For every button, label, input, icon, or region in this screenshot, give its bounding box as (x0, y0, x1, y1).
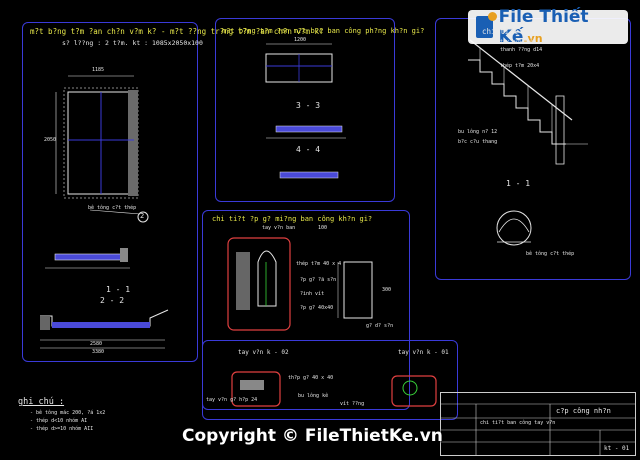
dim-label: 3380 (92, 349, 105, 355)
panel-lower-strip (202, 340, 458, 420)
title-block-sheet: kt - 01 (604, 445, 630, 452)
title-block-drawing: chi ti?t ban công tay v?n (480, 420, 556, 426)
detail-label: ?inh vít (300, 291, 325, 297)
stair-label: bu lông n? 12 (458, 129, 498, 135)
callout-number: 2 (140, 212, 145, 220)
detail-label: tay v?n ban (262, 225, 296, 231)
panel-left-title: m?t b?ng t?m ?an ch?n v?m k? - m?t ??ng … (30, 27, 324, 36)
section-label: 1 - 1 (506, 179, 531, 188)
dim-label: 1200 (294, 37, 307, 43)
detail-label: vít ??ng (340, 401, 365, 407)
folder-icon (476, 12, 497, 38)
section-label-4: 4 - 4 (296, 145, 321, 154)
title-block-project: c?p công nh?n (556, 407, 611, 415)
note-label: bê tông c?t thép (88, 205, 137, 211)
stair-label: thanh ??ng d14 (500, 47, 543, 53)
panel-left-subtitle: s? l??ng : 2 t?m. kt : 1085x2050x100 (62, 39, 203, 47)
panel-mid-top (215, 18, 395, 202)
dim-label: 2050 (44, 137, 57, 143)
dim-label: 2580 (90, 341, 103, 347)
note-item: - thép d>=10 nhóm AII (30, 426, 94, 432)
title-block (440, 392, 636, 456)
dim-label: 300 (382, 287, 392, 293)
panel-mid-bottom (202, 210, 410, 410)
detail-label: tay v?n k - 01 (398, 349, 449, 356)
brand-name: File Thiết Kế.vn (498, 7, 589, 47)
note-item: - bê tông mác 200, ?á 1x2 (30, 410, 106, 416)
stair-label: thép t?m 20x4 (500, 63, 540, 69)
panel-mid-bottom-title: chi ti?t ?p g? mi?ng ban công kh?n gi? (212, 215, 373, 223)
note-item: - thép d<10 nhóm AI (30, 418, 88, 424)
detail-label: ?p g? ?ã s?n (300, 277, 337, 283)
dim-label: 1185 (92, 67, 105, 73)
detail-label: tay v?n k - 02 (238, 349, 289, 356)
section-label-3: 3 - 3 (296, 101, 321, 110)
detail-label: ?p g? 40x40 (300, 305, 334, 311)
detail-label: th?p g? 40 x 40 (288, 375, 334, 381)
detail-label: tay v?n g? h?p 24 (206, 397, 258, 403)
copyright-watermark: Copyright © FileThietKe.vn (182, 426, 443, 446)
panel-mid-top-title: m?t b?ng t?m ?an m?t b?c ban công ph?ng … (222, 27, 425, 35)
panel-right-title: chi ti?t (482, 27, 519, 36)
notes-title: ghi chú : (18, 397, 65, 407)
section-label: 1 - 1 (106, 285, 131, 294)
stair-label: bê tông c?t thép (526, 251, 575, 257)
detail-label: thép t?m 40 x 4 (296, 261, 342, 267)
watermark-logo[interactable]: File Thiết Kế.vn (468, 7, 628, 47)
panel-left-plan (22, 22, 198, 362)
section-label-2: 2 - 2 (100, 296, 125, 305)
stair-label: b?c c?u thang (458, 139, 498, 145)
detail-label: g? d? s?n (366, 323, 394, 329)
detail-label: bu lông kê (298, 393, 329, 399)
detail-label: 100 (318, 225, 328, 231)
stair-label: tay v?n thép (500, 39, 537, 45)
